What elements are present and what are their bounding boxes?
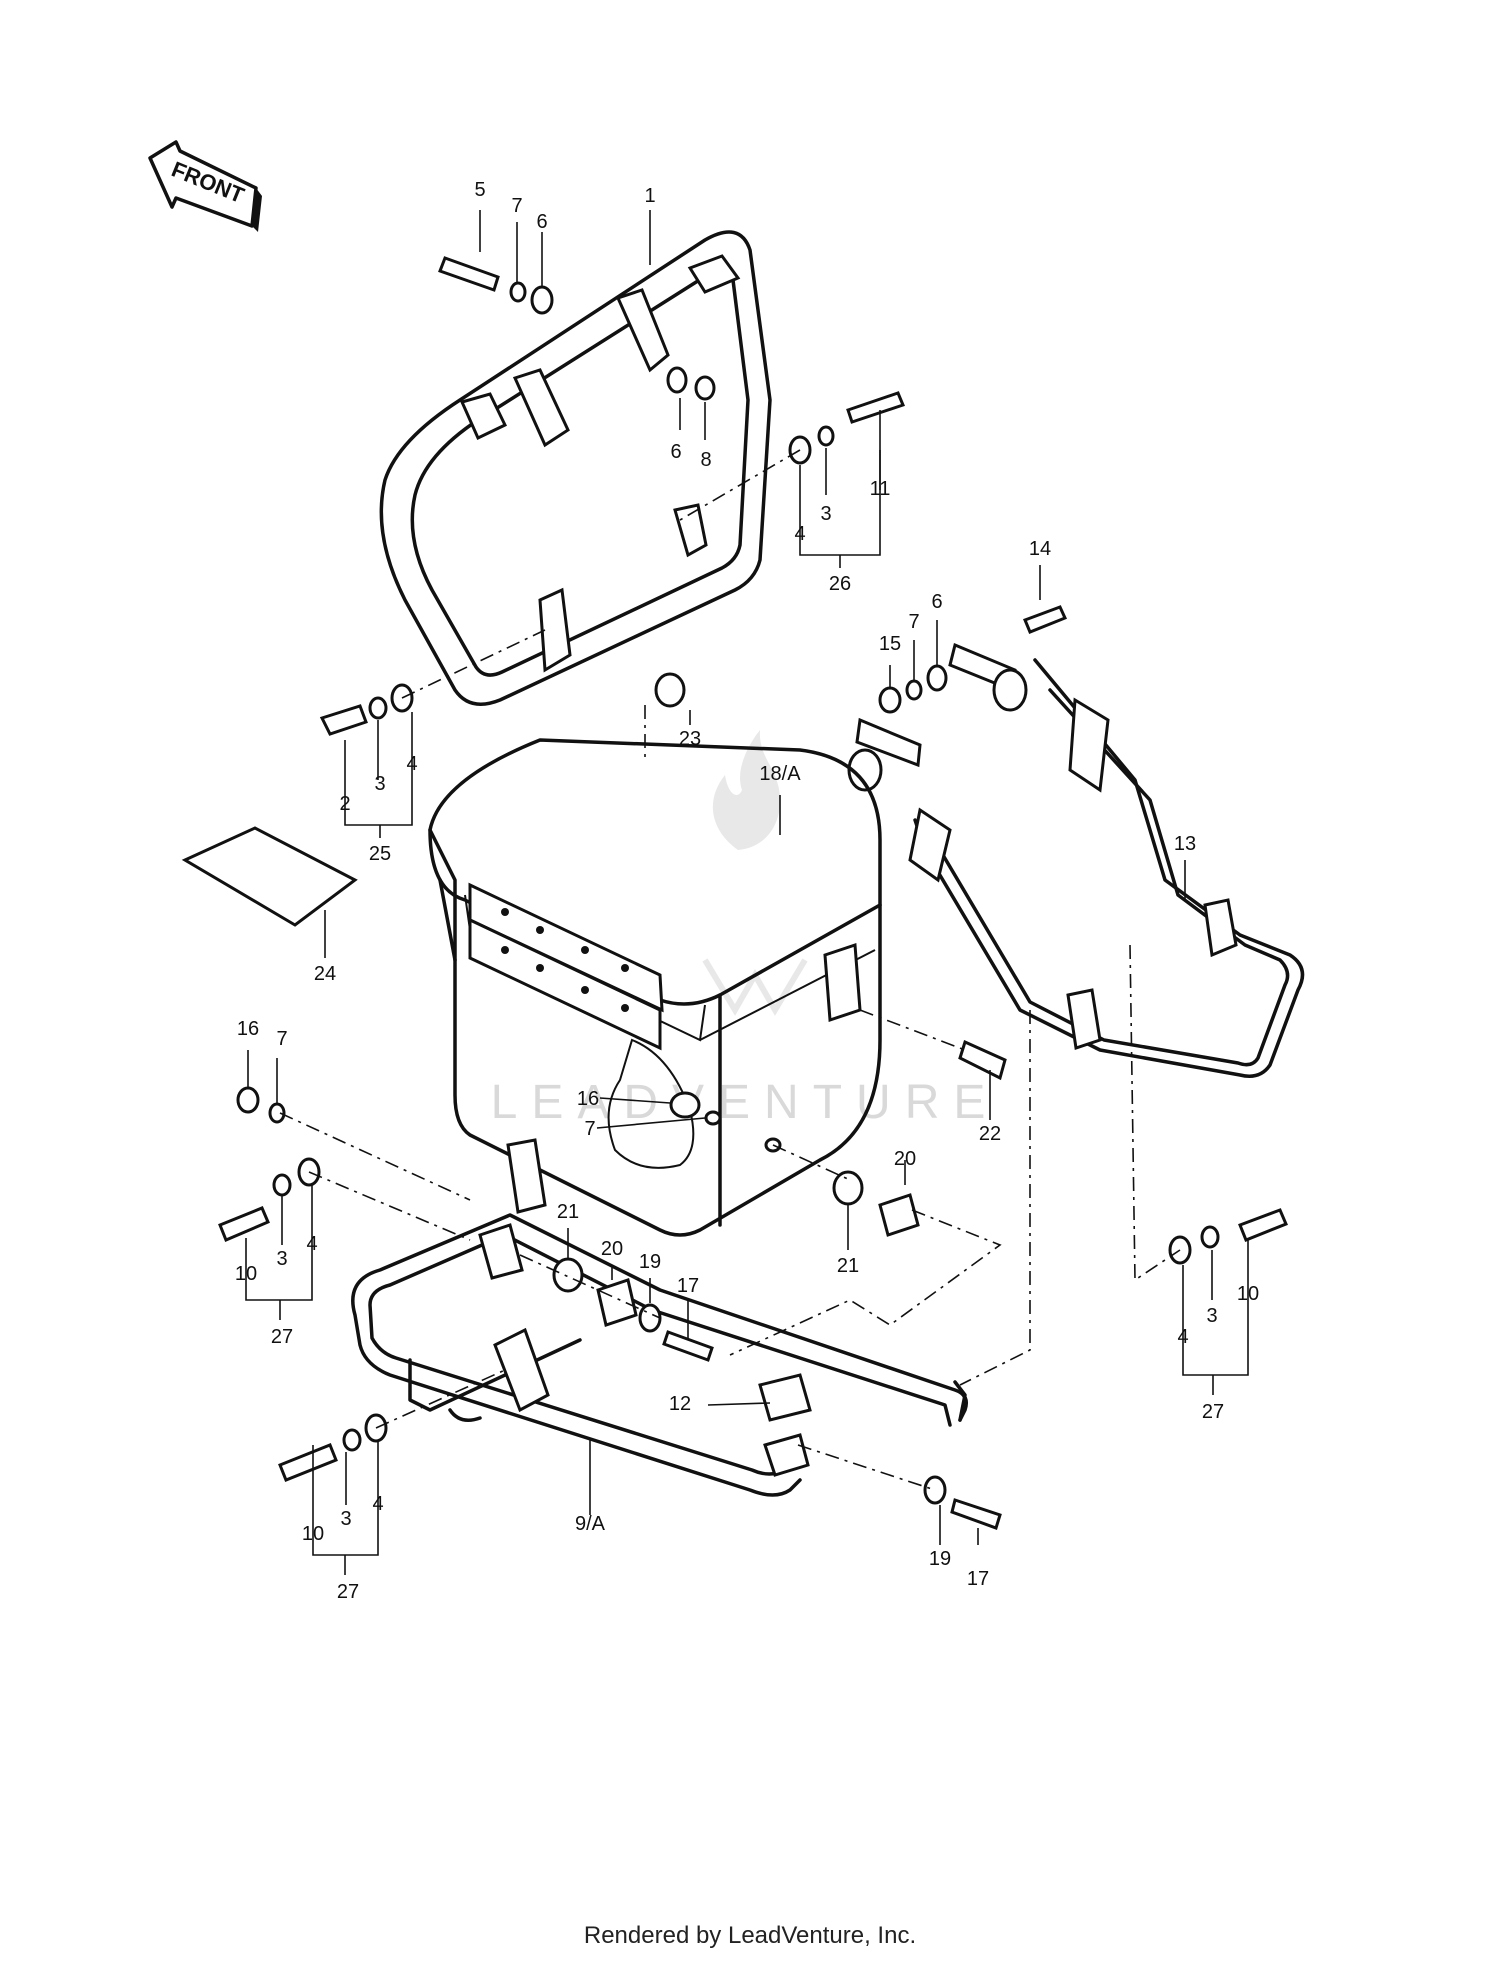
- washer-icon: [530, 285, 554, 315]
- bolt-icon: [278, 1443, 338, 1482]
- callout-6: 6: [536, 211, 547, 233]
- callout-4: 4: [794, 523, 805, 545]
- washer-icon: [817, 425, 835, 447]
- callout-12: 12: [669, 1393, 691, 1415]
- callout-6: 6: [670, 441, 681, 463]
- bolt-icon: [218, 1206, 270, 1242]
- callout-3: 3: [374, 773, 385, 795]
- callout-20: 20: [601, 1238, 623, 1260]
- callout-22: 22: [979, 1123, 1001, 1145]
- callout-18a: 18/A: [759, 763, 801, 785]
- callout-14: 14: [1029, 538, 1051, 560]
- callout-17: 17: [677, 1275, 699, 1297]
- collar-icon: [878, 1193, 920, 1237]
- leader-lines: [245, 210, 1249, 1575]
- callout-11: 11: [870, 478, 891, 500]
- callout-2: 2: [339, 793, 350, 815]
- callout-15: 15: [879, 633, 901, 655]
- callout-25: 25: [369, 843, 391, 865]
- callout-3: 3: [1206, 1305, 1217, 1327]
- nut-icon: [694, 375, 716, 401]
- callout-13: 13: [1174, 833, 1196, 855]
- callout-7: 7: [511, 195, 522, 217]
- callout-9a: 9/A: [575, 1513, 606, 1535]
- hardware: [181, 256, 1288, 1530]
- washer-icon: [923, 1475, 947, 1505]
- callout-26: 26: [829, 573, 851, 595]
- callout-10: 10: [302, 1523, 324, 1545]
- nut-icon: [878, 686, 902, 714]
- callout-21: 21: [837, 1255, 859, 1277]
- alignment-lines: [279, 449, 1181, 1491]
- callout-4: 4: [306, 1233, 317, 1255]
- washer-icon: [272, 1173, 292, 1197]
- callout-10: 10: [235, 1263, 257, 1285]
- callout-7: 7: [276, 1028, 287, 1050]
- bolt-icon: [1238, 1208, 1288, 1242]
- callout-17: 17: [967, 1568, 989, 1590]
- nut-icon: [236, 1086, 260, 1114]
- bolt-icon: [1023, 605, 1068, 634]
- callout-23: 23: [679, 728, 701, 750]
- callout-10: 10: [1237, 1283, 1259, 1305]
- washer-icon: [1200, 1225, 1220, 1249]
- callout-1: 1: [644, 185, 655, 207]
- callout-7: 7: [908, 611, 919, 633]
- callout-4: 4: [372, 1493, 383, 1515]
- callout-6: 6: [931, 591, 942, 613]
- washer-icon: [342, 1428, 362, 1452]
- washer-icon: [638, 1303, 662, 1333]
- callout-27: 27: [337, 1581, 359, 1603]
- grommet-icon: [832, 1170, 864, 1206]
- footer-credit: Rendered by LeadVenture, Inc.: [583, 1922, 917, 1949]
- washer-icon: [509, 281, 527, 303]
- decal-label-icon: [181, 826, 358, 927]
- bolt-icon: [846, 391, 906, 424]
- watermark: LEADVENTURE: [491, 730, 1000, 1129]
- callout-16: 16: [237, 1018, 259, 1040]
- callout-3: 3: [820, 503, 831, 525]
- callout-3: 3: [276, 1248, 287, 1270]
- callout-21: 21: [557, 1201, 579, 1223]
- callout-19: 19: [929, 1548, 951, 1570]
- washer-icon: [905, 679, 923, 701]
- clip-icon: [958, 1039, 1007, 1081]
- collar-icon: [596, 1278, 638, 1327]
- callout-24: 24: [314, 963, 336, 985]
- callout-4: 4: [1177, 1326, 1188, 1348]
- upper-mounting-frame: [379, 230, 772, 706]
- bolt-icon: [438, 256, 500, 292]
- callout-7: 7: [584, 1118, 595, 1140]
- bolt-icon: [319, 704, 368, 736]
- bolt-icon: [662, 1330, 714, 1362]
- front-arrow-icon: FRONT: [148, 140, 262, 232]
- callout-5: 5: [474, 179, 485, 201]
- callout-19: 19: [639, 1251, 661, 1273]
- callout-20: 20: [894, 1148, 916, 1170]
- watermark-text: LEADVENTURE: [491, 1076, 1000, 1129]
- lower-support-frame: [351, 1138, 968, 1497]
- bolt-icon: [950, 1498, 1002, 1530]
- right-support-frame: [847, 642, 1305, 1078]
- callout-8: 8: [700, 449, 711, 471]
- callout-27: 27: [1202, 1401, 1224, 1423]
- grommet-icon: [552, 1257, 584, 1293]
- washer-icon: [926, 664, 948, 692]
- saddlebag-box: [428, 738, 882, 1237]
- callout-3: 3: [340, 1508, 351, 1530]
- grommet-icon: [654, 672, 686, 708]
- washer-icon: [368, 696, 388, 720]
- callout-4: 4: [406, 753, 417, 775]
- callout-27: 27: [271, 1326, 293, 1348]
- washer-icon: [666, 366, 688, 394]
- callout-16: 16: [577, 1088, 599, 1110]
- callouts: 1 5 7 6 6 8 11 3 4 26 14 15 7 6 2 3 4 25…: [235, 179, 1259, 1603]
